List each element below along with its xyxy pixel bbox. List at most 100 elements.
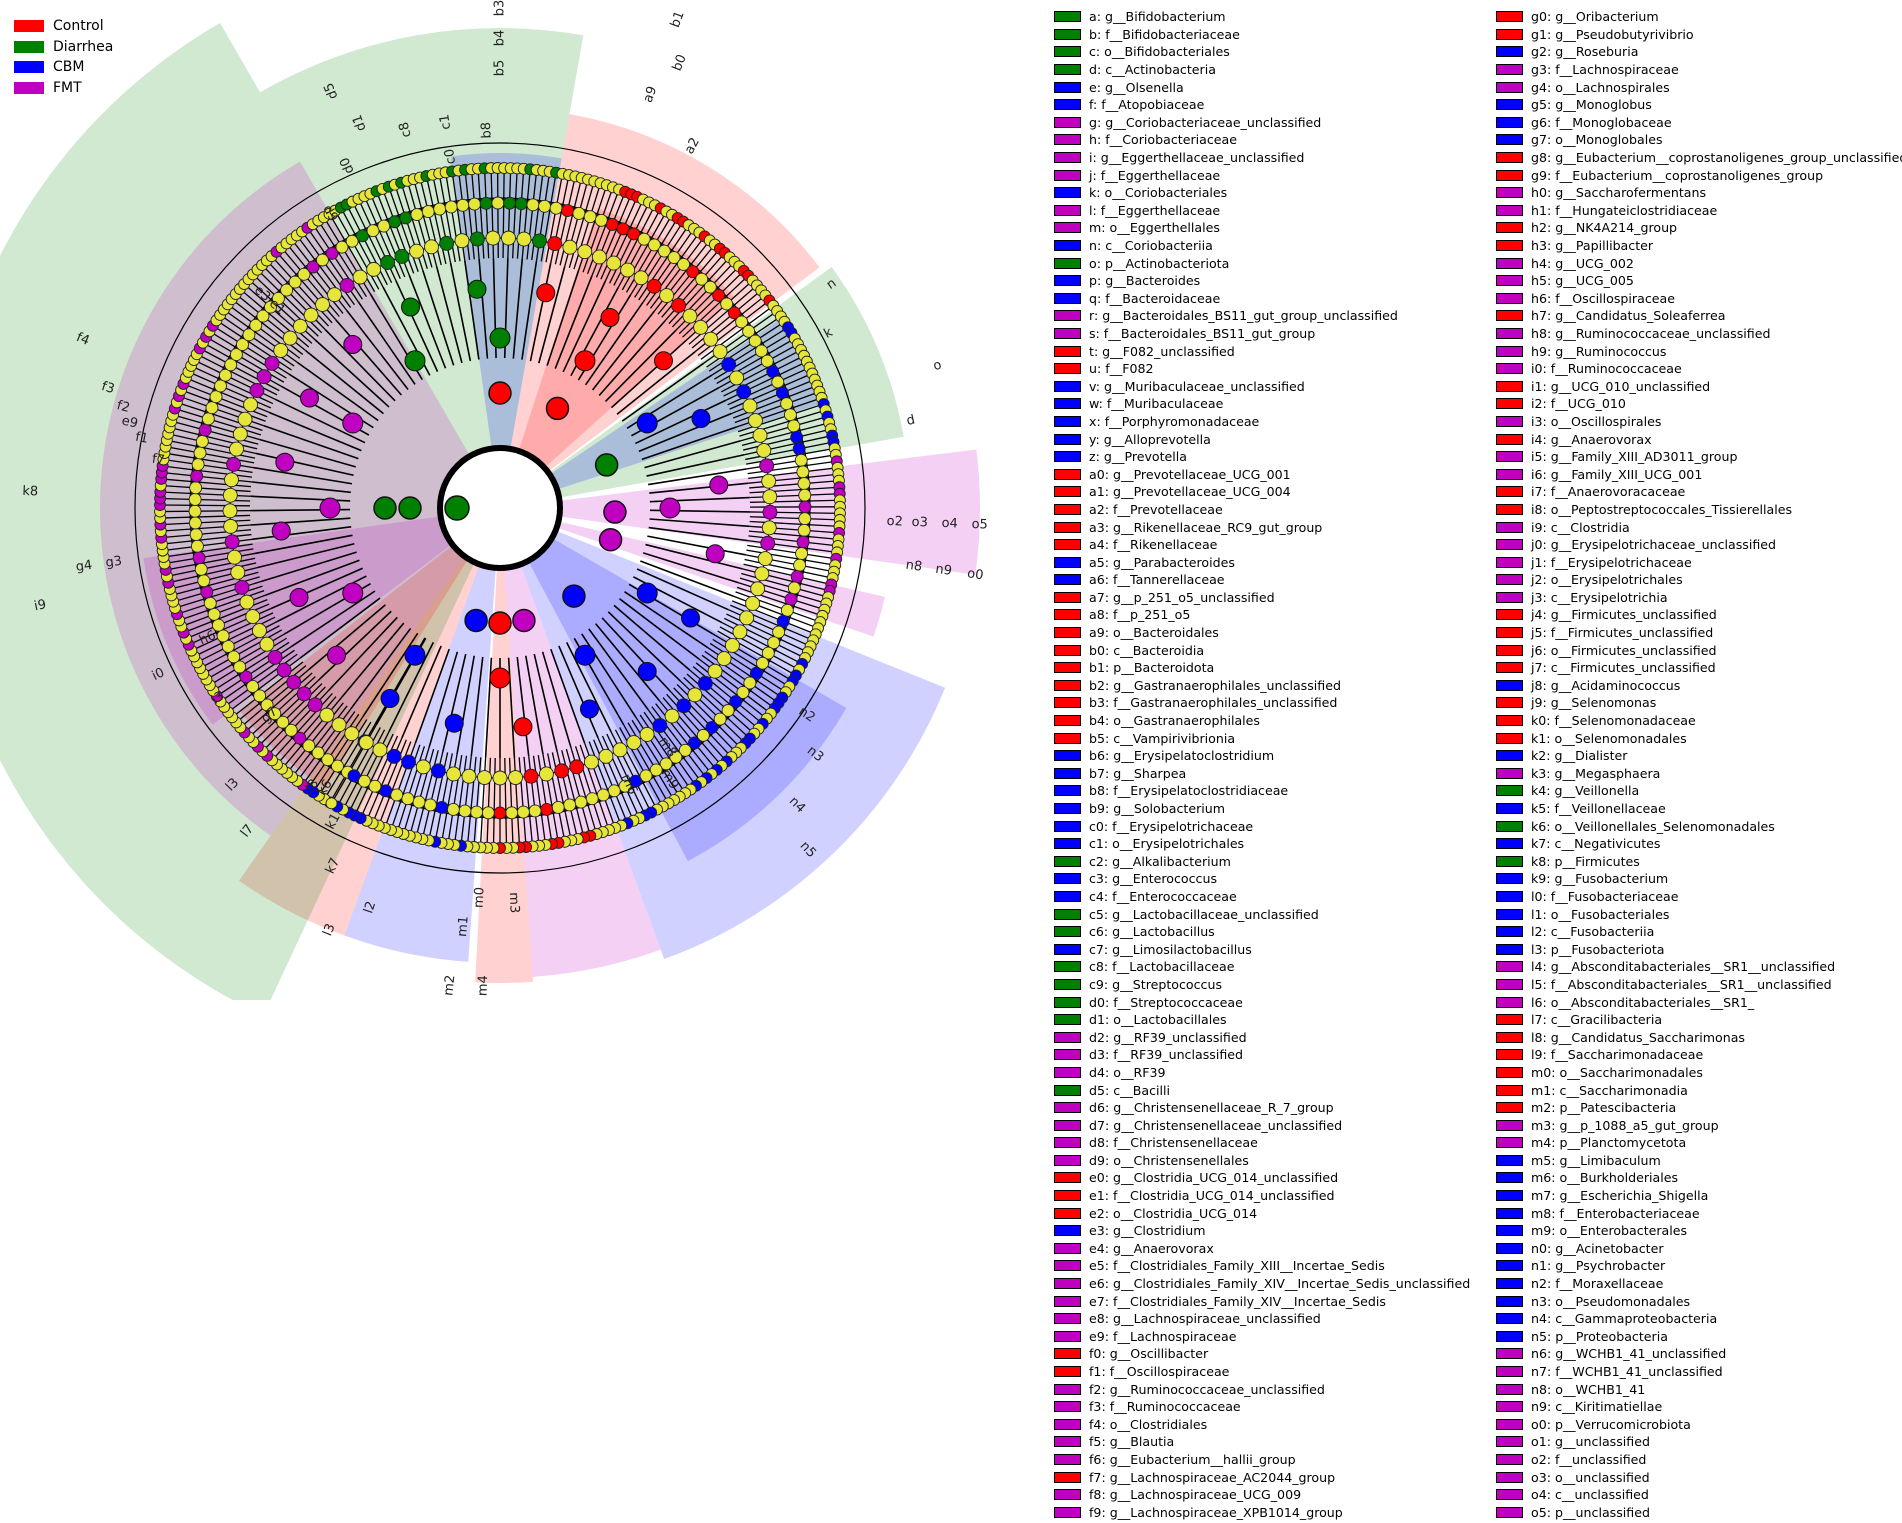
tree-node bbox=[209, 390, 223, 404]
taxa-label: f0: g__Oscillibacter bbox=[1089, 1346, 1209, 1362]
tree-node bbox=[284, 723, 298, 737]
taxa-legend-item: l4: g__Absconditabacteriales__SR1__uncla… bbox=[1496, 958, 1902, 976]
taxa-label: h1: f__Hungateiclostridiaceae bbox=[1531, 202, 1718, 218]
taxa-legend-item: e0: g__Clostridia_UCG_014_unclassified bbox=[1054, 1169, 1470, 1187]
tree-node bbox=[598, 748, 614, 764]
taxa-legend-item: d1: o__Lactobacillales bbox=[1054, 1011, 1470, 1029]
tree-node bbox=[343, 335, 363, 355]
tree-node bbox=[424, 239, 439, 255]
tree-node bbox=[713, 712, 727, 726]
taxa-label: h9: g__Ruminococcus bbox=[1531, 343, 1667, 359]
taxa-label: m7: g__Escherichia_Shigella bbox=[1531, 1188, 1709, 1204]
tree-node bbox=[467, 279, 487, 299]
tree-node bbox=[526, 198, 540, 212]
tree-node bbox=[239, 594, 255, 610]
taxa-legend-item: n7: f__WCHB1_41_unclassified bbox=[1496, 1363, 1902, 1381]
taxa-legend-item: k1: o__Selenomonadales bbox=[1496, 729, 1902, 747]
taxa-legend-item: g9: f__Eubacterium__coprostanoligenes_gr… bbox=[1496, 166, 1902, 184]
taxa-swatch bbox=[1054, 134, 1081, 146]
tree-node bbox=[707, 663, 723, 679]
tree-branch bbox=[324, 328, 396, 402]
tree-node bbox=[456, 198, 470, 212]
taxa-label: l5: f__Absconditabacteriales__SR1__uncla… bbox=[1531, 976, 1832, 992]
taxa-label: d8: f__Christensenellaceae bbox=[1089, 1135, 1258, 1151]
tree-node bbox=[742, 324, 756, 338]
clade-label: n8 bbox=[905, 558, 923, 575]
taxa-swatch bbox=[1054, 750, 1081, 762]
taxa-swatch bbox=[1496, 99, 1523, 111]
taxa-swatch bbox=[1496, 28, 1523, 40]
tree-node bbox=[583, 210, 597, 224]
tree-node bbox=[267, 649, 283, 665]
tree-node bbox=[664, 708, 680, 724]
taxa-swatch bbox=[1496, 803, 1523, 815]
tree-node bbox=[216, 629, 230, 643]
taxa-label: n9: c__Kiritimatiellae bbox=[1531, 1399, 1663, 1415]
taxa-legend-item: a1: g__Prevotellaceae_UCG_004 bbox=[1054, 483, 1470, 501]
taxa-label: i9: c__Clostridia bbox=[1531, 519, 1630, 535]
tree-node bbox=[325, 246, 339, 260]
taxa-legend-item: e5: f__Clostridiales_Family_XIII__Incert… bbox=[1054, 1257, 1470, 1275]
tree-node bbox=[636, 412, 658, 434]
taxa-label: a: g__Bifidobacterium bbox=[1089, 9, 1226, 25]
tree-node bbox=[193, 446, 207, 460]
taxa-swatch bbox=[1054, 1260, 1081, 1272]
clade-label: k1 bbox=[323, 811, 344, 832]
taxa-swatch bbox=[1054, 46, 1081, 58]
tree-node bbox=[327, 287, 342, 303]
clade-label: o bbox=[931, 357, 943, 374]
taxa-swatch bbox=[1054, 1418, 1081, 1430]
tree-node bbox=[307, 697, 323, 713]
tree-node bbox=[461, 768, 477, 784]
tree-node bbox=[485, 230, 501, 246]
taxa-label: h2: g__NK4A214_group bbox=[1531, 220, 1678, 236]
tree-node bbox=[762, 504, 778, 520]
taxa-swatch bbox=[1054, 978, 1081, 990]
taxa-swatch bbox=[1054, 627, 1081, 639]
taxa-label: f1: f__Oscillospiraceae bbox=[1089, 1364, 1230, 1380]
taxa-swatch bbox=[1496, 767, 1523, 779]
tree-node bbox=[784, 592, 798, 606]
taxa-label: a1: g__Prevotellaceae_UCG_004 bbox=[1089, 484, 1291, 500]
tree-node bbox=[618, 779, 632, 793]
taxa-legend-item: m0: o__Saccharimonadales bbox=[1496, 1064, 1902, 1082]
tree-node bbox=[646, 278, 662, 294]
tree-node bbox=[372, 742, 388, 758]
tree-node bbox=[481, 806, 495, 820]
group-label: FMT bbox=[53, 79, 82, 96]
taxa-swatch bbox=[1054, 1084, 1081, 1096]
taxa-label: u: f__F082 bbox=[1089, 361, 1154, 377]
taxa-legend-item: l: f__Eggerthellaceae bbox=[1054, 202, 1470, 220]
tree-node bbox=[682, 308, 698, 324]
taxa-legend-item: c2: g__Alkalibacterium bbox=[1054, 853, 1470, 871]
taxa-legend-item: h5: g__UCG_005 bbox=[1496, 272, 1902, 290]
taxa-label: c: o__Bifidobacteriales bbox=[1089, 44, 1230, 60]
taxa-legend-item: f9: g__Lachnospiraceae_XPB1014_group bbox=[1054, 1503, 1470, 1521]
tree-branch bbox=[339, 622, 405, 701]
tree-branch bbox=[635, 399, 726, 445]
taxa-label: n4: c__Gammaproteobacteria bbox=[1531, 1311, 1718, 1327]
tree-branch bbox=[616, 351, 696, 415]
taxa-legend-item: f8: g__Lachnospiraceae_UCG_009 bbox=[1054, 1486, 1470, 1504]
taxa-label: i8: o__Peptostreptococcales_Tissierellal… bbox=[1531, 501, 1793, 517]
tree-node bbox=[268, 707, 282, 721]
tree-node bbox=[444, 713, 464, 733]
tree-node bbox=[491, 196, 505, 210]
tree-node bbox=[233, 660, 247, 674]
taxa-legend-item: e9: f__Lachnospiraceae bbox=[1054, 1328, 1470, 1346]
tree-node bbox=[195, 435, 209, 448]
taxa-legend-item: n9: c__Kiritimatiellae bbox=[1496, 1398, 1902, 1416]
taxa-label: a2: f__Prevotellaceae bbox=[1089, 501, 1223, 517]
taxa-swatch bbox=[1496, 750, 1523, 762]
taxa-label: m0: o__Saccharimonadales bbox=[1531, 1064, 1703, 1080]
clade-label: m2 bbox=[441, 974, 458, 996]
taxa-label: e6: g__Clostridiales_Family_XIV__Incerta… bbox=[1089, 1276, 1471, 1292]
tree-node bbox=[358, 735, 374, 750]
taxa-legend-item: j8: g__Acidaminococcus bbox=[1496, 677, 1902, 695]
taxa-label: n7: f__WCHB1_41_unclassified bbox=[1531, 1364, 1723, 1380]
taxa-legend-item: k8: p__Firmicutes bbox=[1496, 853, 1902, 871]
group-legend: Control Diarrhea CBM FMT bbox=[14, 16, 113, 98]
taxa-label: f4: o__Clostridiales bbox=[1089, 1416, 1208, 1432]
taxa-label: k8: p__Firmicutes bbox=[1531, 853, 1640, 869]
taxa-swatch bbox=[1054, 803, 1081, 815]
